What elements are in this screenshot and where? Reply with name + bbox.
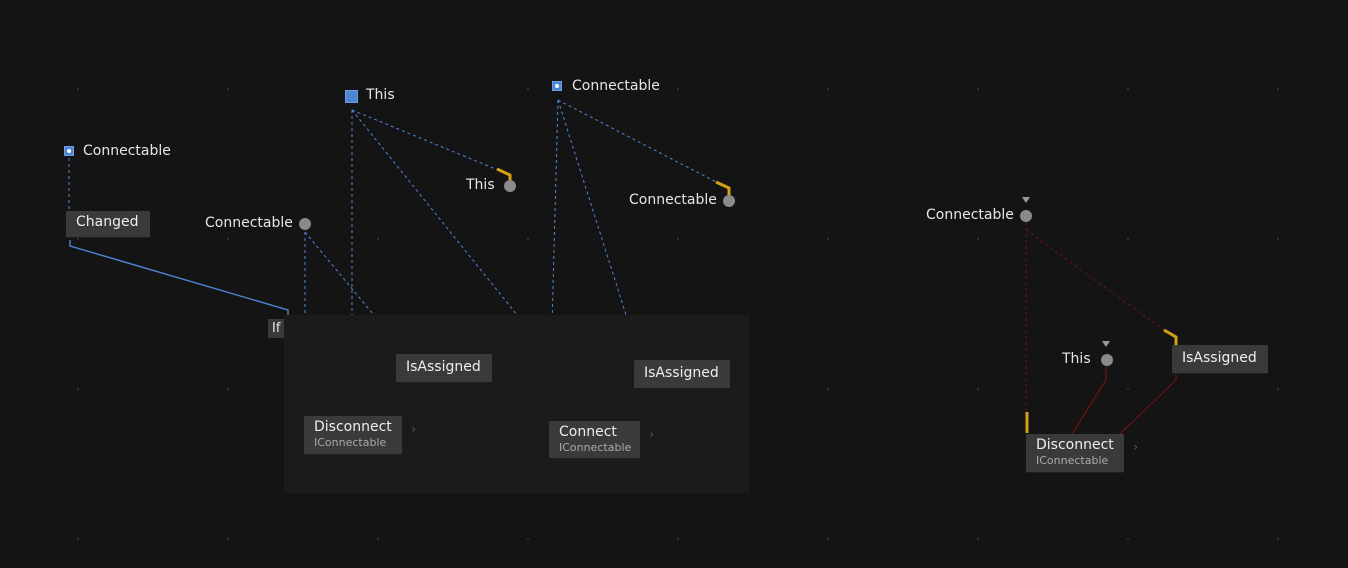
isassigned-node-2-title: IsAssigned xyxy=(644,365,719,381)
connectable-source-label: Connectable xyxy=(83,143,171,159)
grid-dot xyxy=(1127,388,1129,390)
grid-dot xyxy=(977,238,979,240)
connect-node-title: Connect xyxy=(559,424,617,440)
connectable-target-dot[interactable] xyxy=(723,195,735,207)
grid-dot xyxy=(527,238,529,240)
triangle-down-icon[interactable] xyxy=(1022,197,1030,203)
grid-dot xyxy=(227,538,229,540)
this-source-port[interactable] xyxy=(345,90,358,103)
grid-dot xyxy=(827,238,829,240)
this-target-dot[interactable] xyxy=(504,180,516,192)
right-connectable-dot[interactable] xyxy=(1020,210,1032,222)
right-isassigned-title: IsAssigned xyxy=(1182,350,1257,366)
connectable-target-label: Connectable xyxy=(629,192,717,208)
connect-node-subtitle: IConnectable xyxy=(559,441,632,454)
grid-dot xyxy=(227,388,229,390)
grid-dot xyxy=(827,388,829,390)
grid-dot xyxy=(977,388,979,390)
grid-dot xyxy=(227,88,229,90)
connectable-source-2-label: Connectable xyxy=(572,78,660,94)
chevron-right-icon[interactable]: › xyxy=(649,427,654,441)
if-scope-box xyxy=(284,315,750,493)
if-label[interactable]: If xyxy=(268,319,285,338)
disabled-wire-isassigned-disconnect xyxy=(1119,374,1177,435)
grid-dot xyxy=(677,238,679,240)
right-disconnect-subtitle: IConnectable xyxy=(1036,454,1109,467)
right-this-dot[interactable] xyxy=(1101,354,1113,366)
grid-dot xyxy=(977,88,979,90)
grid-dot xyxy=(1127,538,1129,540)
grid-dot xyxy=(1127,238,1129,240)
right-disconnect-node[interactable]: Disconnect IConnectable › xyxy=(1026,434,1138,472)
grid-dot xyxy=(77,88,79,90)
disconnect-node-title: Disconnect xyxy=(314,419,392,435)
grid-dot xyxy=(1277,238,1279,240)
grid-dot xyxy=(1277,538,1279,540)
connectable-source-port[interactable] xyxy=(64,146,74,156)
right-isassigned-node[interactable]: IsAssigned xyxy=(1172,345,1268,373)
isassigned-node-1-title: IsAssigned xyxy=(406,359,481,375)
grid-dot xyxy=(977,538,979,540)
flow-wire-changed-if xyxy=(69,240,289,317)
disconnect-node[interactable]: Disconnect IConnectable › xyxy=(304,416,416,454)
grid-dot xyxy=(77,538,79,540)
isassigned-node-2[interactable]: IsAssigned xyxy=(634,360,730,388)
grid-dot xyxy=(1277,388,1279,390)
grid-dot xyxy=(827,88,829,90)
this-source-label: This xyxy=(366,87,395,103)
grid-dot xyxy=(377,238,379,240)
connect-node[interactable]: Connect IConnectable › xyxy=(549,421,654,458)
this-target-label: This xyxy=(466,177,495,193)
right-disconnect-title: Disconnect xyxy=(1036,437,1114,453)
disconnect-node-subtitle: IConnectable xyxy=(314,436,387,449)
data-wire-conn-isassigned xyxy=(557,99,635,341)
data-wire-conn-conn xyxy=(557,99,719,184)
connectable-input-dot[interactable] xyxy=(299,218,311,230)
isassigned-node-1[interactable]: IsAssigned xyxy=(396,354,492,382)
grid-dot xyxy=(77,238,79,240)
chevron-right-icon[interactable]: › xyxy=(411,422,416,436)
grid-dot xyxy=(677,538,679,540)
grid-dot xyxy=(527,538,529,540)
triangle-down-icon[interactable] xyxy=(1102,341,1110,347)
right-connectable-label: Connectable xyxy=(926,207,1014,223)
disabled-wire-this-disconnect xyxy=(1071,366,1107,435)
grid-dot xyxy=(527,88,529,90)
grid-dot xyxy=(1127,88,1129,90)
grid-dot xyxy=(1277,88,1279,90)
connectable-input-label: Connectable xyxy=(205,215,293,231)
disabled-wire-conn-isassigned xyxy=(1025,229,1165,331)
grid-dot xyxy=(77,388,79,390)
chevron-right-icon[interactable]: › xyxy=(1133,440,1138,454)
grid-dot xyxy=(677,88,679,90)
changed-node-title: Changed xyxy=(76,214,139,230)
grid-dot xyxy=(827,538,829,540)
data-wire-this-this xyxy=(351,109,499,171)
grid-dot xyxy=(227,238,229,240)
changed-node[interactable]: Changed xyxy=(66,211,150,237)
connectable-source-2-port[interactable] xyxy=(552,81,562,91)
right-this-label: This xyxy=(1062,351,1091,367)
grid-dot xyxy=(377,538,379,540)
